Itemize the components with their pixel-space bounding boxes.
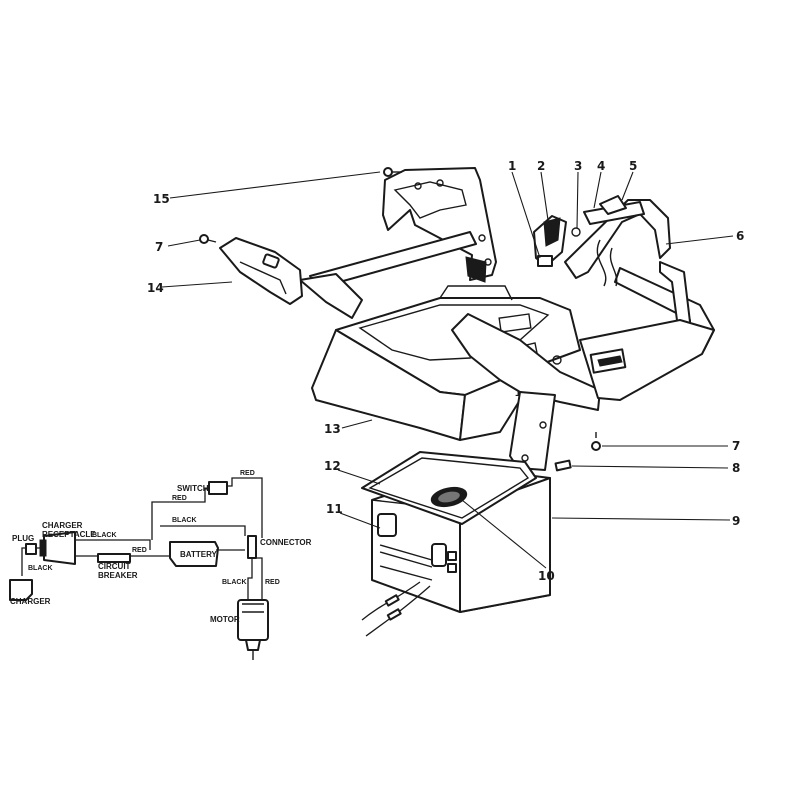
screw-15-icon — [383, 167, 402, 177]
callout-6: 6 — [736, 229, 744, 243]
switch-parts — [533, 195, 645, 267]
battery-leads — [361, 581, 431, 637]
callout-13: 13 — [324, 422, 341, 436]
callout-11: 11 — [326, 502, 343, 516]
label-connector: CONNECTOR — [260, 538, 312, 547]
callout-10: 10 — [538, 569, 555, 583]
label-black-plug: BLACK — [28, 565, 53, 572]
screw-7b-icon — [591, 432, 601, 451]
side-rail-left — [299, 231, 477, 319]
front-arm — [451, 313, 601, 471]
back-panel — [382, 167, 497, 283]
label-black-mid: BLACK — [172, 517, 197, 524]
callout-12: 12 — [324, 459, 341, 473]
callout-3: 3 — [574, 159, 582, 173]
label-black-motor: BLACK — [222, 579, 247, 586]
label-charger-receptacle-2: RECEPTACLE — [42, 530, 96, 539]
label-charger-receptacle-1: CHARGER — [42, 521, 83, 530]
label-battery: BATTERY — [180, 550, 218, 559]
wiring-schematic — [9, 477, 269, 660]
label-switch: SWITCH — [177, 484, 209, 493]
armrest-14 — [219, 237, 303, 305]
label-black-left: BLACK — [92, 532, 117, 539]
battery-cell — [169, 541, 219, 567]
leader-lines — [161, 171, 734, 569]
callout-2: 2 — [537, 159, 545, 173]
callout-7b: 7 — [732, 439, 740, 453]
callout-15: 15 — [153, 192, 170, 206]
label-red-top: RED — [240, 470, 255, 477]
callout-4: 4 — [597, 159, 605, 173]
callout-14: 14 — [147, 281, 164, 295]
circuit-breaker-box — [97, 553, 131, 563]
callout-7a: 7 — [155, 240, 163, 254]
label-red-mid: RED — [172, 495, 187, 502]
callout-5: 5 — [629, 159, 637, 173]
screw-7a-icon — [199, 234, 217, 244]
label-10 — [430, 486, 468, 508]
connector-block — [247, 535, 257, 559]
plug-box — [25, 543, 37, 555]
floor-tray — [579, 319, 715, 401]
switch-box — [208, 481, 228, 495]
label-charger: CHARGER — [10, 597, 51, 606]
label-red-motor: RED — [265, 579, 280, 586]
screw-8-icon — [554, 459, 572, 472]
label-motor: MOTOR — [210, 615, 240, 624]
callout-9: 9 — [732, 514, 740, 528]
callout-1: 1 — [508, 159, 516, 173]
label-circuit-breaker-2: BREAKER — [98, 571, 138, 580]
label-red-low: RED — [132, 547, 147, 554]
charger-box — [9, 579, 33, 601]
label-plug: PLUG — [12, 534, 34, 543]
motor-can — [237, 599, 269, 641]
label-circuit-breaker-1: CIRCUIT — [98, 562, 131, 571]
callout-8: 8 — [732, 461, 740, 475]
screws — [199, 167, 601, 472]
